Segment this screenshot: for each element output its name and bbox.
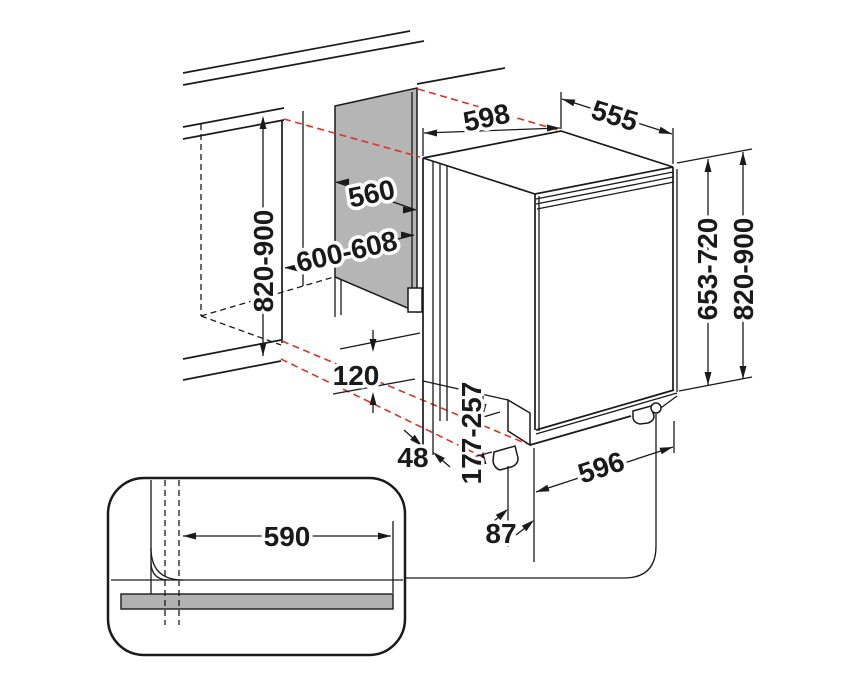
- niche-left-wall: [200, 111, 335, 346]
- dishwasher-body: [332, 130, 678, 471]
- dim-820-900-left: 820-900: [245, 116, 283, 356]
- dim-87: 87: [482, 448, 535, 562]
- base-side-piece: [507, 398, 531, 447]
- panel-notch: [407, 287, 423, 313]
- detail-inset-frame: [106, 476, 407, 657]
- alignment-lines: [280, 88, 559, 460]
- worktop-lines: [182, 30, 506, 140]
- dim-653-720-label: 653-720: [692, 218, 723, 321]
- dim-596: 596: [535, 421, 675, 493]
- dim-820-900-right-label: 820-900: [728, 218, 759, 321]
- detail-callout-connector: [406, 414, 657, 579]
- niche-rear-panel: [334, 87, 423, 317]
- rear-foot: [632, 405, 655, 425]
- dim-177-257: 177-257: [453, 378, 491, 488]
- detail-inset: 590: [106, 476, 407, 657]
- dim-48: 48: [394, 429, 451, 477]
- dim-820-900-left-label: 820-900: [248, 210, 279, 313]
- plinth-bar: [120, 593, 394, 610]
- rear-foot-callout-point: [650, 402, 662, 414]
- dim-48-label: 48: [397, 442, 428, 473]
- dim-590-label: 590: [264, 521, 311, 552]
- dim-555-label: 555: [588, 94, 642, 137]
- dim-177-257-label: 177-257: [456, 382, 487, 485]
- front-foot: [492, 445, 519, 471]
- dim-596-label: 596: [574, 446, 628, 490]
- dim-120: 120: [329, 330, 383, 413]
- dim-120-label: 120: [333, 360, 380, 391]
- dim-653-720: 653-720: [676, 148, 753, 392]
- dim-820-900-right: 820-900: [725, 152, 763, 379]
- dim-87-label: 87: [485, 518, 516, 549]
- floor-lines: [182, 339, 282, 381]
